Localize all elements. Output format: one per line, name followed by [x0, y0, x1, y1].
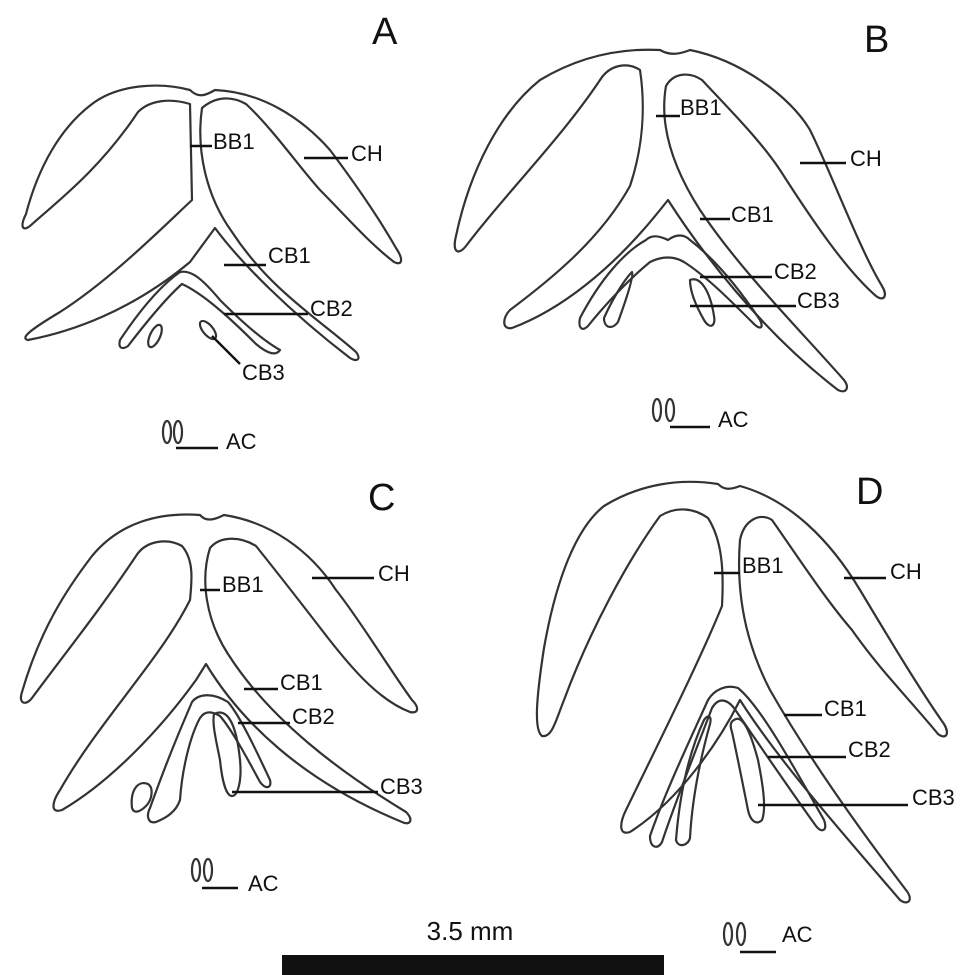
panel-b-cb2-label: CB2 — [774, 259, 817, 284]
panel-a: A BB1 CH CB1 CB2 CB3 AC — [23, 11, 402, 454]
panel-a-ac-right — [174, 421, 182, 443]
panel-b-ac-label: AC — [718, 407, 749, 432]
panel-c-cb3-left — [132, 783, 152, 811]
panel-d: D BB1 CH CB1 CB2 CB3 AC — [537, 471, 955, 952]
panel-d-cb3-right — [731, 719, 764, 823]
panel-b-cb3-label: CB3 — [797, 288, 840, 313]
panel-a-bb1-label: BB1 — [213, 129, 255, 154]
panel-b-ch-label: CH — [850, 146, 882, 171]
panel-a-cb1-label: CB1 — [268, 243, 311, 268]
panel-a-ac-label: AC — [226, 429, 257, 454]
panel-b-cb1-label: CB1 — [731, 202, 774, 227]
panel-c-letter: C — [368, 477, 395, 519]
panel-b-bb1-label: BB1 — [680, 95, 722, 120]
panel-c: C BB1 CH CB1 CB2 CB3 AC — [21, 477, 423, 896]
panel-d-cb2 — [650, 687, 825, 847]
panel-c-cb3-label: CB3 — [380, 774, 423, 799]
panel-b-cb2 — [579, 236, 761, 329]
panel-d-bb1-label: BB1 — [742, 553, 784, 578]
panel-b-letter: B — [864, 19, 889, 61]
panel-c-cb2-label: CB2 — [292, 704, 335, 729]
panel-a-cb3-left — [145, 323, 164, 349]
panel-c-ac-left — [192, 859, 200, 881]
panel-d-ac-left — [724, 923, 732, 945]
panel-a-ch-label: CH — [351, 141, 383, 166]
panel-a-letter: A — [372, 11, 398, 53]
scale-bar-label: 3.5 mm — [427, 916, 514, 946]
panel-a-cb3-leader — [212, 336, 240, 364]
scale-bar-group: 3.5 mm — [282, 916, 664, 975]
panel-a-ac-left — [163, 421, 171, 443]
panel-c-cb2 — [148, 695, 270, 822]
panel-d-cb1-label: CB1 — [824, 696, 867, 721]
panel-a-cb2-label: CB2 — [310, 296, 353, 321]
panel-a-cb3-label: CB3 — [242, 360, 285, 385]
panel-d-letter: D — [856, 471, 883, 513]
panel-d-cb2-label: CB2 — [848, 737, 891, 762]
panel-c-bb1-label: BB1 — [222, 572, 264, 597]
panel-c-ch-label: CH — [378, 561, 410, 586]
panel-d-cb3-label: CB3 — [912, 785, 955, 810]
panel-b: B BB1 CH CB1 CB2 CB3 AC — [455, 19, 890, 432]
panel-b-ceratohyal — [455, 50, 885, 392]
panel-d-cb3-left — [676, 717, 711, 846]
panel-d-ac-right — [737, 923, 745, 945]
panel-b-ac-right — [666, 399, 674, 421]
panel-c-ac-right — [204, 859, 212, 881]
panel-d-ch-label: CH — [890, 559, 922, 584]
panel-b-ac-left — [653, 399, 661, 421]
panel-c-ceratohyal — [21, 514, 417, 823]
panel-a-cb2 — [119, 272, 280, 354]
panel-d-ac-label: AC — [782, 922, 813, 947]
panel-c-ac-label: AC — [248, 871, 279, 896]
scale-bar — [282, 955, 664, 975]
panel-c-cb1-label: CB1 — [280, 670, 323, 695]
panel-b-cb3-right — [690, 279, 714, 325]
